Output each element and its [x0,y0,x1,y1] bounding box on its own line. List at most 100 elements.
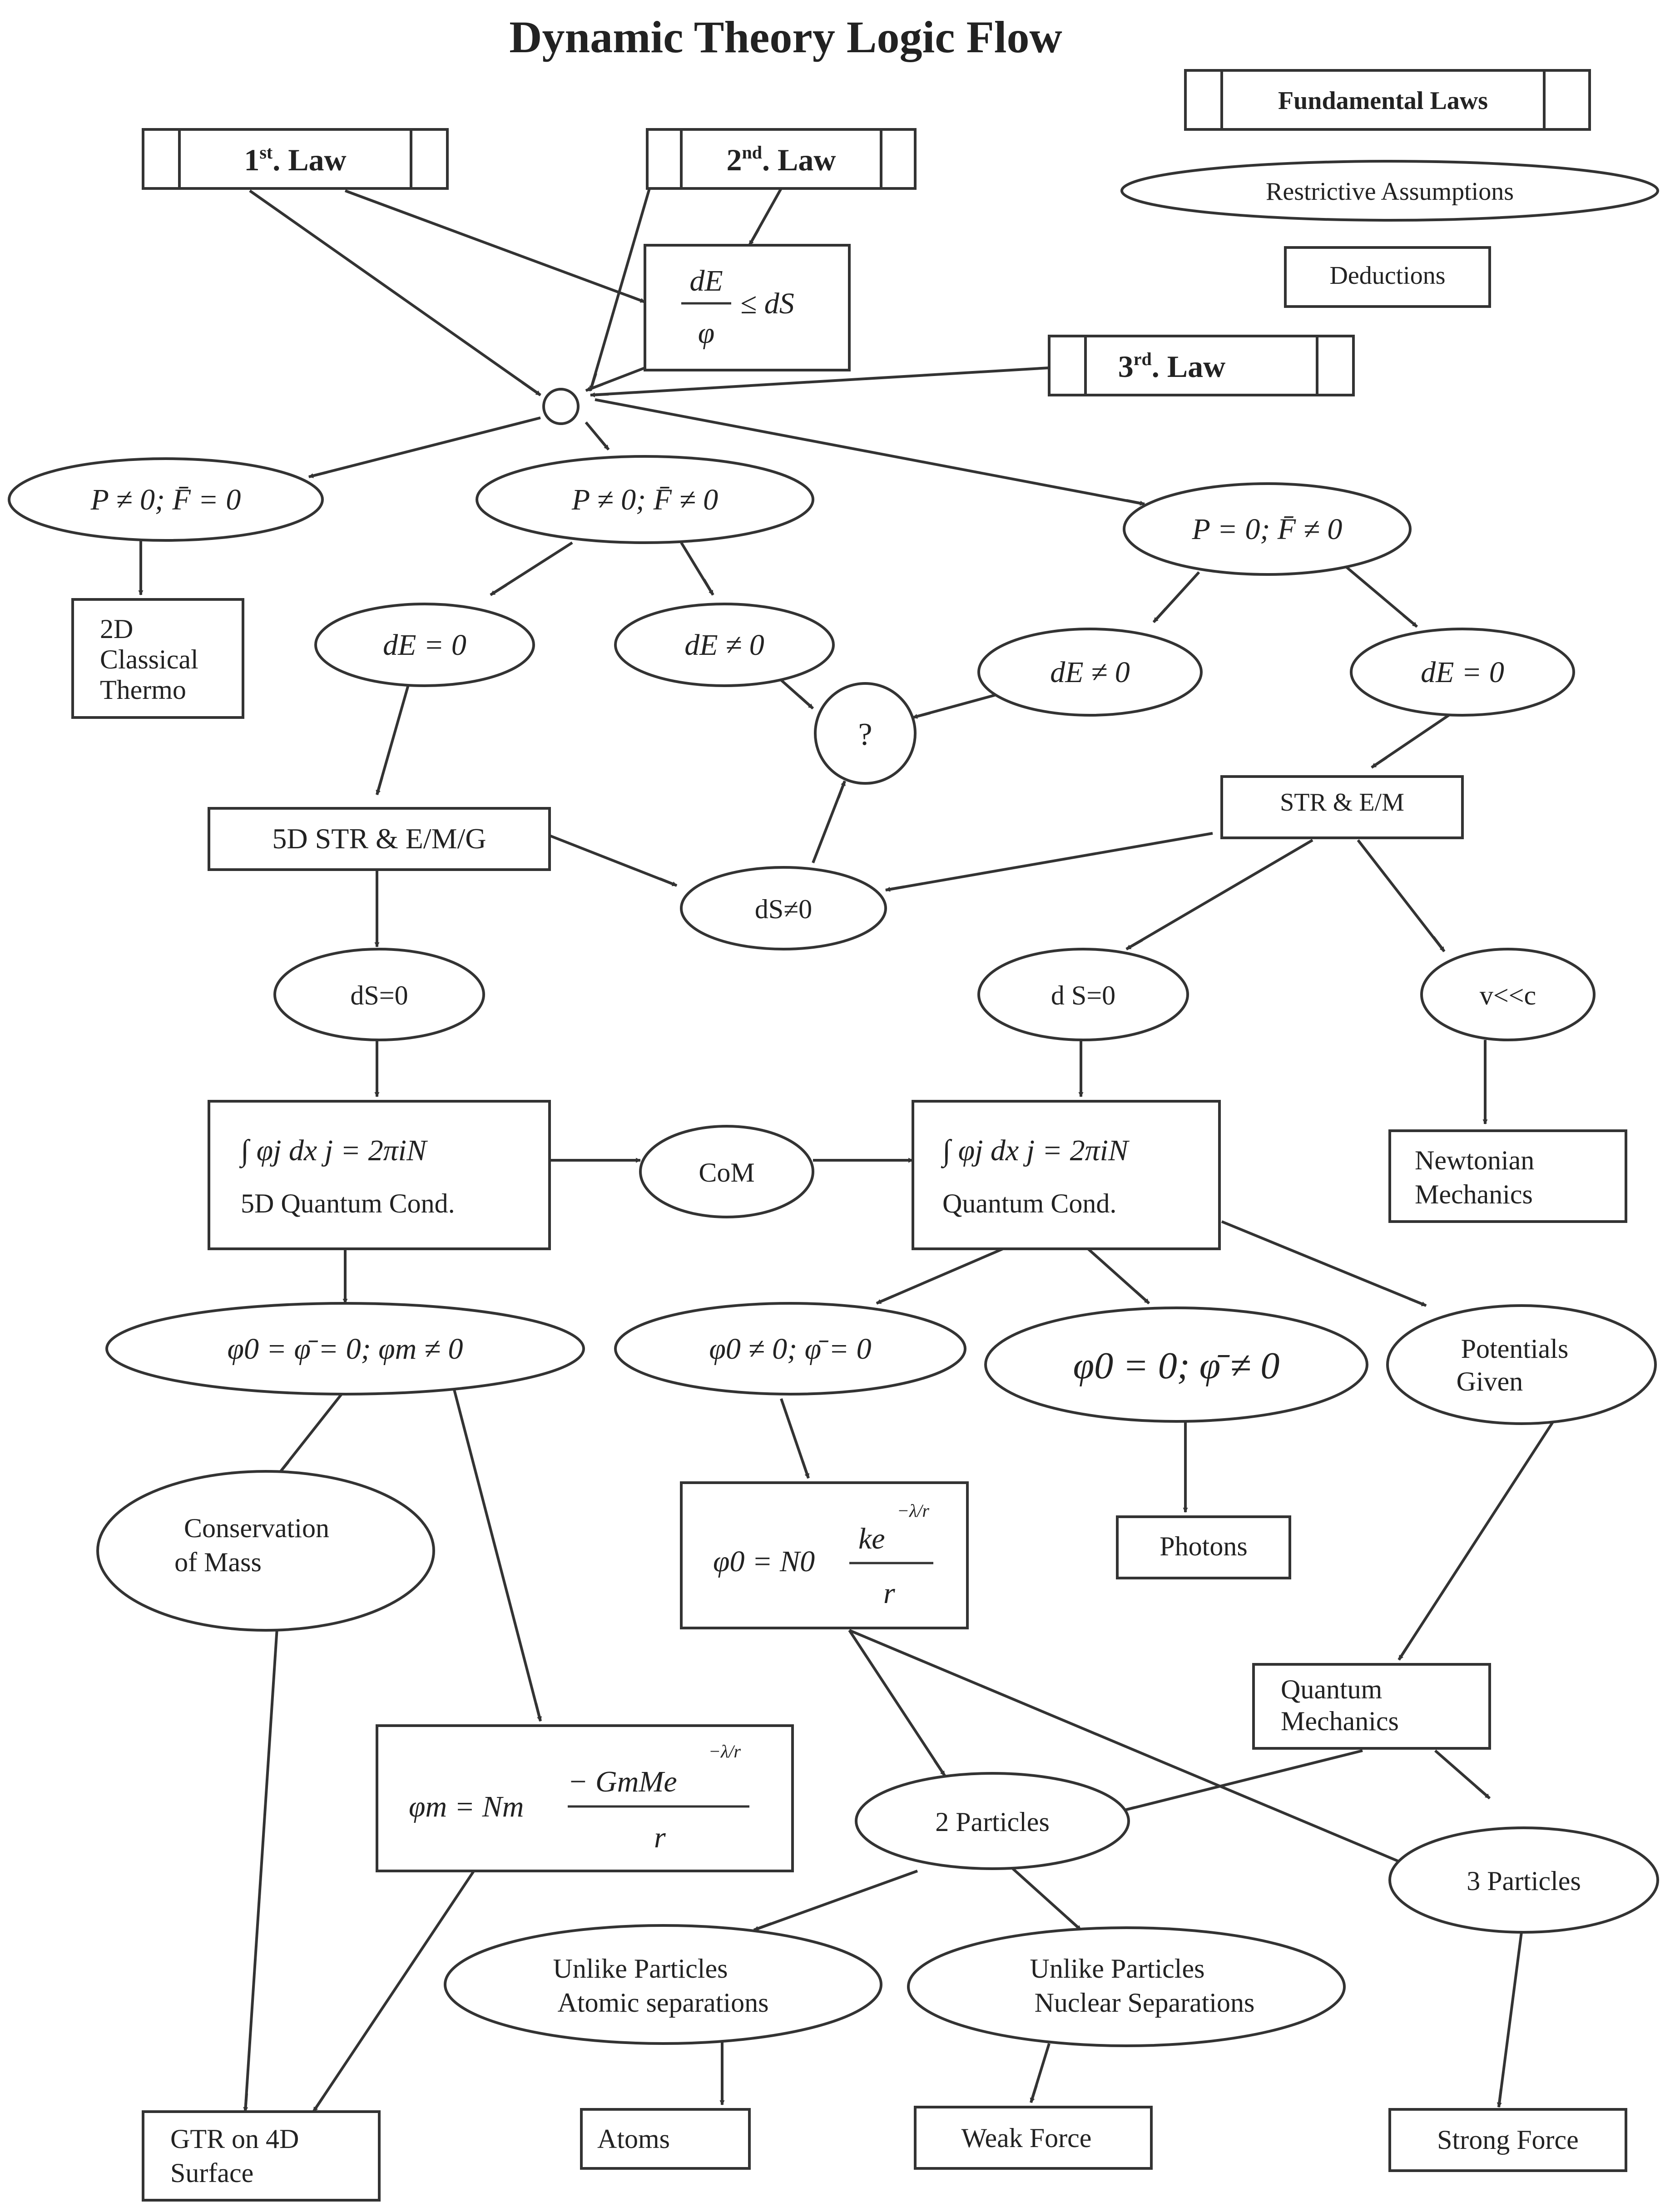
edge-potentials-qm [1397,1420,1555,1661]
unlike-atomic-ellipse [444,1924,882,2045]
unlike-nuclear-ellipse [907,1926,1346,2047]
den0-mid-ellipse [614,603,835,687]
ds0-left-label: dS=0 [350,980,408,1010]
law-3-label: 3rd. Law [1118,349,1225,384]
arrowhead-str-vc [1432,936,1446,952]
arrowhead-ineq-hub [585,383,604,392]
arrowhead-law1-ineq [626,294,646,303]
phi-mass-label: φ0 = φ̄ = 0; φm ≠ 0 [228,1332,463,1366]
arrowhead-de0-str5d [376,777,383,796]
com-ellipse [639,1125,814,1218]
edge-str-dsn0 [885,832,1213,891]
gtr-line-2: Surface [170,2158,253,2188]
phi-mass-ellipse [105,1302,585,1395]
legend-fundamental-laws-box [1184,69,1591,131]
legend-fundamental-laws: Fundamental Laws [1278,87,1488,115]
p-fn0-ellipse [476,455,814,544]
law-1-node: 1st. Law [142,128,449,190]
edge-qc-potentials [1221,1220,1427,1307]
qc5d-formula: ∫ φj dx j = 2πiN [239,1134,428,1168]
law-2-node: 2nd. Law [646,128,917,190]
edge-phimass-phimform [453,1389,542,1722]
phi0-formula-node: φ0 = N0 ke −λ/r r [680,1481,969,1629]
ds0-right-ellipse [977,948,1189,1041]
arrowhead-conservation-gtr [243,2093,248,2113]
arrowhead-str-ds0 [1125,939,1143,950]
phi0-formula-num: ke [858,1522,885,1555]
p0-fn0-label: P = 0; F̄ ≠ 0 [1192,513,1343,546]
law-3-node: 3rd. Law [1048,335,1355,396]
den0-right-ellipse [977,628,1203,717]
conservation-line-2: of Mass [174,1547,262,1577]
question-node [814,682,917,785]
de0-left-label: dE = 0 [383,628,466,662]
edge-str5d-dsn0 [549,834,678,887]
three-particles-label: 3 Particles [1467,1866,1581,1896]
classical-line-1: 2D [100,614,133,644]
arrowhead-p0fn0-den0 [1152,607,1167,624]
classical-thermo-node: 2D Classical Thermo [71,598,244,719]
edges [139,188,1555,2113]
qc5d-label: 5D Quantum Cond. [241,1188,455,1218]
arrowhead-law1-hub [521,381,541,396]
edge-two-atomic [753,1870,918,1931]
qm-box [1252,1663,1491,1750]
legend-restrictive-assumptions-ellipse [1120,160,1659,222]
phi0-formula-lhs: φ0 = N0 [713,1545,815,1578]
edge-hub-p0fn0 [595,398,1145,505]
arrowhead-hub-pf0 [308,471,327,478]
newtonian-box [1388,1129,1627,1223]
edge-phi0form-three [848,1629,1422,1872]
inequality-rhs: ≤ dS [740,287,794,320]
edge-phimass-conservation [276,1389,347,1477]
arrowhead-phicharge-phi0form [801,1460,810,1479]
phim-formula-den: r [654,1821,666,1854]
gtr-box [142,2110,381,2202]
edge-law1-hub [249,189,541,396]
vc-ellipse [1420,948,1596,1041]
arrowhead-potentials-qm [1397,1643,1410,1661]
dsn0-label: dS≠0 [755,894,812,924]
edge-phi0form-two [848,1629,946,1777]
arrowhead-str-dsn0 [885,886,904,892]
unlike-atomic-line-1: Unlike Particles [553,1954,728,1984]
arrowhead-law3-hub [590,392,609,397]
edge-law2-hub [589,188,651,391]
edge-law1-ineq [344,189,646,303]
edge-qc-phicharge [876,1245,1009,1305]
p-f0-label: P ≠ 0; F̄ = 0 [90,483,241,516]
question-label: ? [858,717,872,752]
qc-node: ∫ φj dx j = 2πiN Quantum Cond. [912,1100,1221,1250]
arrowhead-hub-pfn0 [598,438,610,450]
edge-hub-pf0 [308,416,541,478]
arrowhead-dsn0-question [837,780,846,799]
arrowhead-den0r-question [912,712,931,719]
potentials-line-2: Given [1457,1366,1523,1396]
qc-label: Quantum Cond. [942,1188,1116,1218]
conservation-line-1: Conservation [184,1513,329,1543]
gtr-line-1: GTR on 4D [170,2124,299,2154]
phi0-formula-exp: −λ/r [897,1500,929,1521]
edge-law3-hub [590,366,1050,396]
classical-line-2: Classical [100,644,198,674]
law-2-label: 2nd. Law [727,142,836,177]
three-particles-ellipse [1388,1826,1659,1934]
edge-de0-str5d [376,683,410,795]
phi-charge-ellipse [614,1302,966,1395]
unlike-nuclear-line-2: Nuclear Separations [1035,1988,1255,2018]
p-f0-ellipse [8,457,324,542]
potentials-line-1: Potentials [1461,1334,1569,1364]
two-particles-label: 2 Particles [935,1807,1050,1837]
arrowhead-pfn0-den0 [703,579,714,596]
arrowhead-p0fn0-de0 [1402,614,1418,628]
arrowhead-phi0form-two [933,1760,946,1777]
phim-formula-node: φm = Nm − GmMe −λ/r r [376,1724,794,1872]
den0-mid-label: dE ≠ 0 [684,628,764,662]
p0-fn0-ellipse [1123,482,1412,576]
p-fn0-label: P ≠ 0; F̄ ≠ 0 [571,483,718,516]
edge-phimform-gtr [312,1866,478,2113]
qc-formula: ∫ φj dx j = 2πiN [941,1134,1130,1168]
phi-photon-label: φ0 = 0; φ̄ ≠ 0 [1073,1345,1280,1387]
arrowhead-hub-p0fn0 [1126,499,1145,506]
